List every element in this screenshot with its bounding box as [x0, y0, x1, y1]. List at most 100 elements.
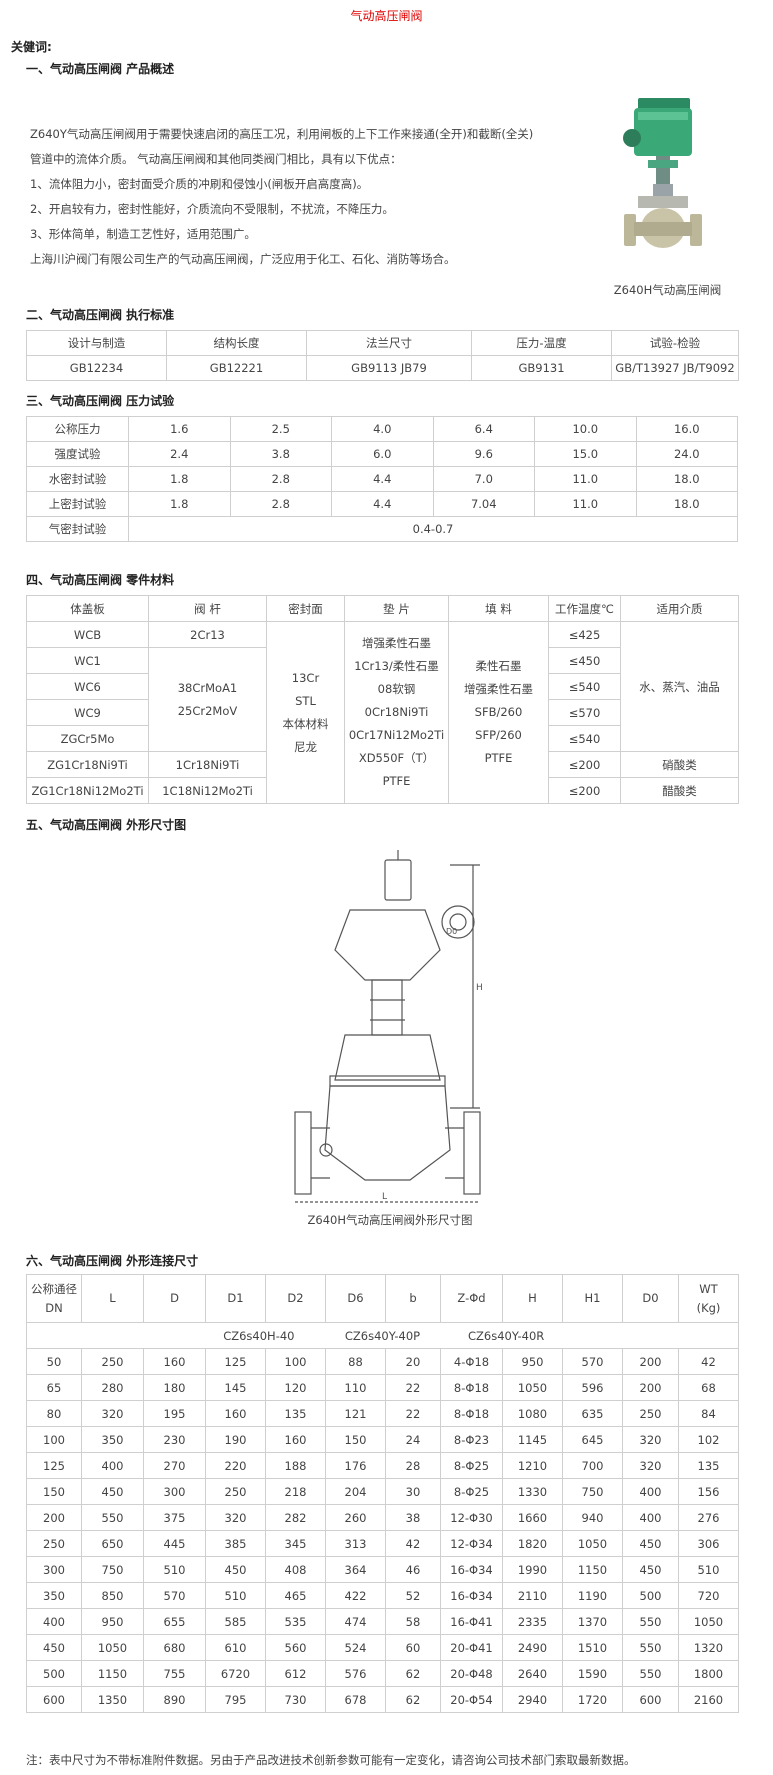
- pressure-cell: 7.0: [432, 466, 535, 492]
- dims-cell: 350: [81, 1426, 144, 1453]
- dims-cell: 280: [81, 1374, 144, 1401]
- dims-cell: 650: [81, 1530, 144, 1557]
- pressure-cell: 1.8: [128, 466, 231, 492]
- dims-cell: 20-Φ54: [440, 1686, 503, 1713]
- dims-cell: 180: [143, 1374, 206, 1401]
- dims-cell: 1210: [502, 1452, 563, 1479]
- section-pressure-heading: 三、气动高压闸阀 压力试验: [26, 394, 175, 408]
- drawing-caption: Z640H气动高压闸阀外形尺寸图: [307, 1213, 473, 1227]
- dims-cell: 62: [385, 1686, 441, 1713]
- dims-cell: 52: [385, 1582, 441, 1609]
- body-material-cell: ZG1Cr18Ni9Ti: [26, 751, 149, 778]
- dims-cell: 218: [265, 1478, 326, 1505]
- standards-cell: GB9113 JB79: [306, 355, 472, 381]
- dims-cell: 102: [678, 1426, 739, 1453]
- dims-cell: 950: [81, 1608, 144, 1635]
- dims-cell: 560: [265, 1634, 326, 1661]
- dims-header-cell: b: [385, 1274, 441, 1323]
- dims-cell: 550: [81, 1504, 144, 1531]
- dims-cell: 610: [205, 1634, 266, 1661]
- dims-cell: 135: [265, 1400, 326, 1427]
- dims-cell: 550: [622, 1634, 679, 1661]
- dims-cell: 1590: [562, 1660, 623, 1687]
- dims-cell: 1050: [678, 1608, 739, 1635]
- dims-cell: 890: [143, 1686, 206, 1713]
- dims-cell: 1150: [562, 1556, 623, 1583]
- dims-cell: 576: [325, 1660, 386, 1687]
- dims-cell: 62: [385, 1660, 441, 1687]
- dims-cell: 850: [81, 1582, 144, 1609]
- dims-cell: 60: [385, 1634, 441, 1661]
- dims-cell: 1990: [502, 1556, 563, 1583]
- dims-cell: 422: [325, 1582, 386, 1609]
- standards-header-cell: 设计与制造: [26, 330, 167, 356]
- dims-cell: 300: [143, 1478, 206, 1505]
- dims-cell: 16-Φ34: [440, 1582, 503, 1609]
- dimension-drawing: L H D0: [294, 850, 483, 1203]
- dims-cell: 400: [81, 1452, 144, 1479]
- dims-cell: 320: [622, 1452, 679, 1479]
- body-material-cell: WC1: [26, 647, 149, 674]
- dims-header-cell: D: [143, 1274, 206, 1323]
- section-materials-heading: 四、气动高压闸阀 零件材料: [26, 573, 175, 587]
- pressure-cell: 18.0: [635, 466, 738, 492]
- dims-cell: 22: [385, 1374, 441, 1401]
- temperature-cell: ≤425: [548, 621, 621, 648]
- table-row: ZGCr5Mo ≤540: [26, 725, 739, 752]
- body-material-cell: ZG1Cr18Ni12Mo2Ti: [26, 777, 149, 804]
- body-material-cell: WC9: [26, 699, 149, 726]
- table-row: 体盖板 阀 杆 密封面 垫 片 填 料 工作温度℃ 适用介质: [26, 595, 739, 622]
- dims-cell: 188: [265, 1452, 326, 1479]
- intro-line: 3、形体简单，制造工艺性好，适用范围广。: [30, 227, 256, 241]
- dims-cell: 655: [143, 1608, 206, 1635]
- pressure-cell: 3.8: [229, 441, 332, 467]
- dims-cell: 80: [26, 1400, 82, 1427]
- table-row: 气密封试验 0.4-0.7: [26, 516, 738, 542]
- dims-cell: 100: [26, 1426, 82, 1453]
- dims-cell: 250: [205, 1478, 266, 1505]
- dims-cell: 150: [325, 1426, 386, 1453]
- dims-cell: 110: [325, 1374, 386, 1401]
- dims-cell: 1050: [562, 1530, 623, 1557]
- dims-cell: 8-Φ25: [440, 1452, 503, 1479]
- table-row: WC9 ≤570: [26, 699, 739, 726]
- dims-cell: 276: [678, 1504, 739, 1531]
- dims-cell: 510: [678, 1556, 739, 1583]
- dims-cell: 50: [26, 1348, 82, 1375]
- dims-cell: 176: [325, 1452, 386, 1479]
- dims-cell: 408: [265, 1556, 326, 1583]
- section-overview-heading: 一、气动高压闸阀 产品概述: [26, 62, 175, 76]
- pressure-cell: 24.0: [635, 441, 738, 467]
- dims-cell: 1370: [562, 1608, 623, 1635]
- pressure-air-value: 0.4-0.7: [128, 516, 738, 542]
- table-row: GB12234 GB12221 GB9113 JB79 GB9131 GB/T1…: [26, 355, 739, 381]
- dims-cell: 600: [26, 1686, 82, 1713]
- dims-cell: 400: [622, 1478, 679, 1505]
- standards-cell: GB12221: [166, 355, 307, 381]
- product-photo: [623, 98, 702, 248]
- temperature-cell: ≤570: [548, 699, 621, 726]
- standards-cell: GB12234: [26, 355, 167, 381]
- dims-cell: 2640: [502, 1660, 563, 1687]
- dims-cell: 320: [205, 1504, 266, 1531]
- dims-cell: 1050: [81, 1634, 144, 1661]
- dims-cell: 585: [205, 1608, 266, 1635]
- pressure-cell: 9.6: [432, 441, 535, 467]
- dims-cell: 1320: [678, 1634, 739, 1661]
- dims-cell: 220: [205, 1452, 266, 1479]
- dims-cell: 500: [622, 1582, 679, 1609]
- dims-header-cell: L: [81, 1274, 144, 1323]
- dims-cell: 750: [562, 1478, 623, 1505]
- dims-cell: 1800: [678, 1660, 739, 1687]
- dims-cell: 150: [26, 1478, 82, 1505]
- pressure-cell: 6.4: [432, 416, 535, 442]
- dims-cell: 58: [385, 1608, 441, 1635]
- dims-cell: 680: [143, 1634, 206, 1661]
- dims-cell: 42: [678, 1348, 739, 1375]
- dims-cell: 550: [622, 1660, 679, 1687]
